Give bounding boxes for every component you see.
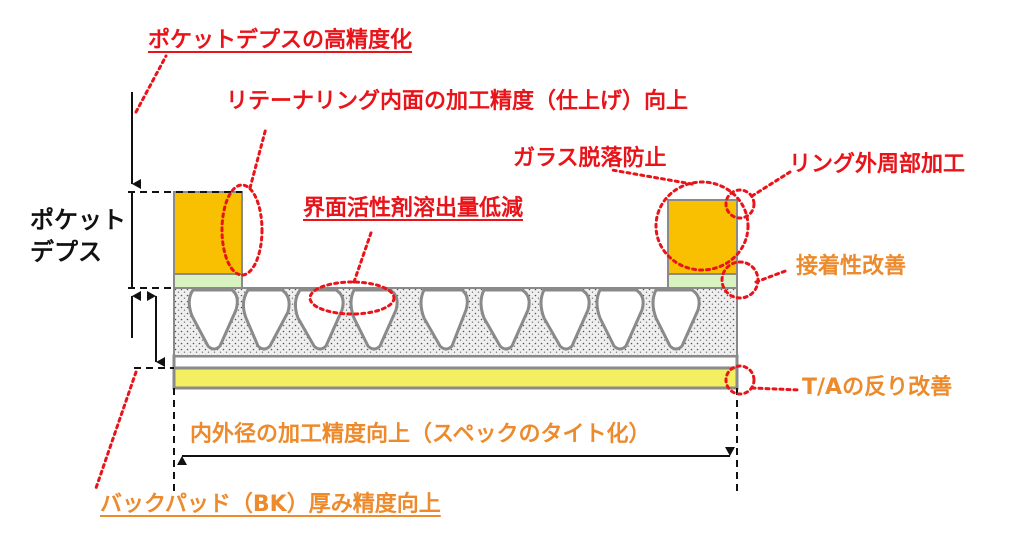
pore-1 [187, 288, 239, 351]
label-ta-warp-improvement: T/Aの反り改善 [802, 375, 953, 400]
pore-7 [539, 288, 591, 351]
circle-ta-warp [724, 364, 756, 396]
bottom-gray-layer [172, 354, 739, 370]
label-pocket-depth-precision: ポケットデプスの高精度化 [148, 28, 413, 53]
callout-surfactant [352, 228, 374, 284]
label-surfactant-elution: 界面活性剤溶出量低減 [303, 196, 524, 221]
circle-glass-drop [654, 180, 750, 272]
label-retainer-inner-precision: リテーナリング内面の加工精度（仕上げ）向上 [226, 89, 689, 114]
circle-surfactant [308, 280, 396, 316]
circle-retainer-inner [220, 183, 264, 277]
callout-adhesion [754, 268, 790, 284]
yellow-plate [172, 366, 739, 390]
circle-ring-outer [724, 188, 756, 220]
retainer-ring-left [173, 191, 243, 275]
pore-9 [651, 288, 701, 351]
label-diameter-precision: 内外径の加工精度向上（スペックのタイト化） [190, 422, 651, 447]
pore-6 [479, 288, 531, 351]
callouts [94, 54, 802, 490]
dimension-arrows [131, 92, 735, 465]
pore-8 [595, 288, 645, 351]
retainer-ring-right [667, 199, 738, 275]
callout-ta-warp [750, 386, 802, 392]
pore-4 [349, 288, 399, 351]
guide-lines [128, 191, 738, 492]
adhesive-layer-right [667, 273, 738, 289]
label-adhesion-improvement: 接着性改善 [796, 254, 907, 279]
label-backpad-thickness: バックパッド（BK）厚み精度向上 [100, 492, 441, 517]
callout-glass-drop [610, 168, 694, 186]
label-pocket-depth-line1: ポケット [30, 206, 126, 234]
callout-retainer-inner [248, 126, 268, 190]
label-pocket-depth-line2: デプス [30, 238, 102, 266]
callout-ring-outer [750, 170, 792, 198]
pore-3 [293, 288, 345, 351]
adhesive-layer-left [173, 273, 243, 289]
pore-5 [419, 288, 469, 351]
pore-2 [241, 288, 291, 351]
callout-pocket-depth [134, 54, 168, 114]
pad-pores [187, 288, 701, 351]
label-ring-outer-machining: リング外周部加工 [789, 152, 966, 177]
callout-backpad [94, 370, 138, 490]
label-glass-drop-prevention: ガラス脱落防止 [513, 146, 667, 171]
